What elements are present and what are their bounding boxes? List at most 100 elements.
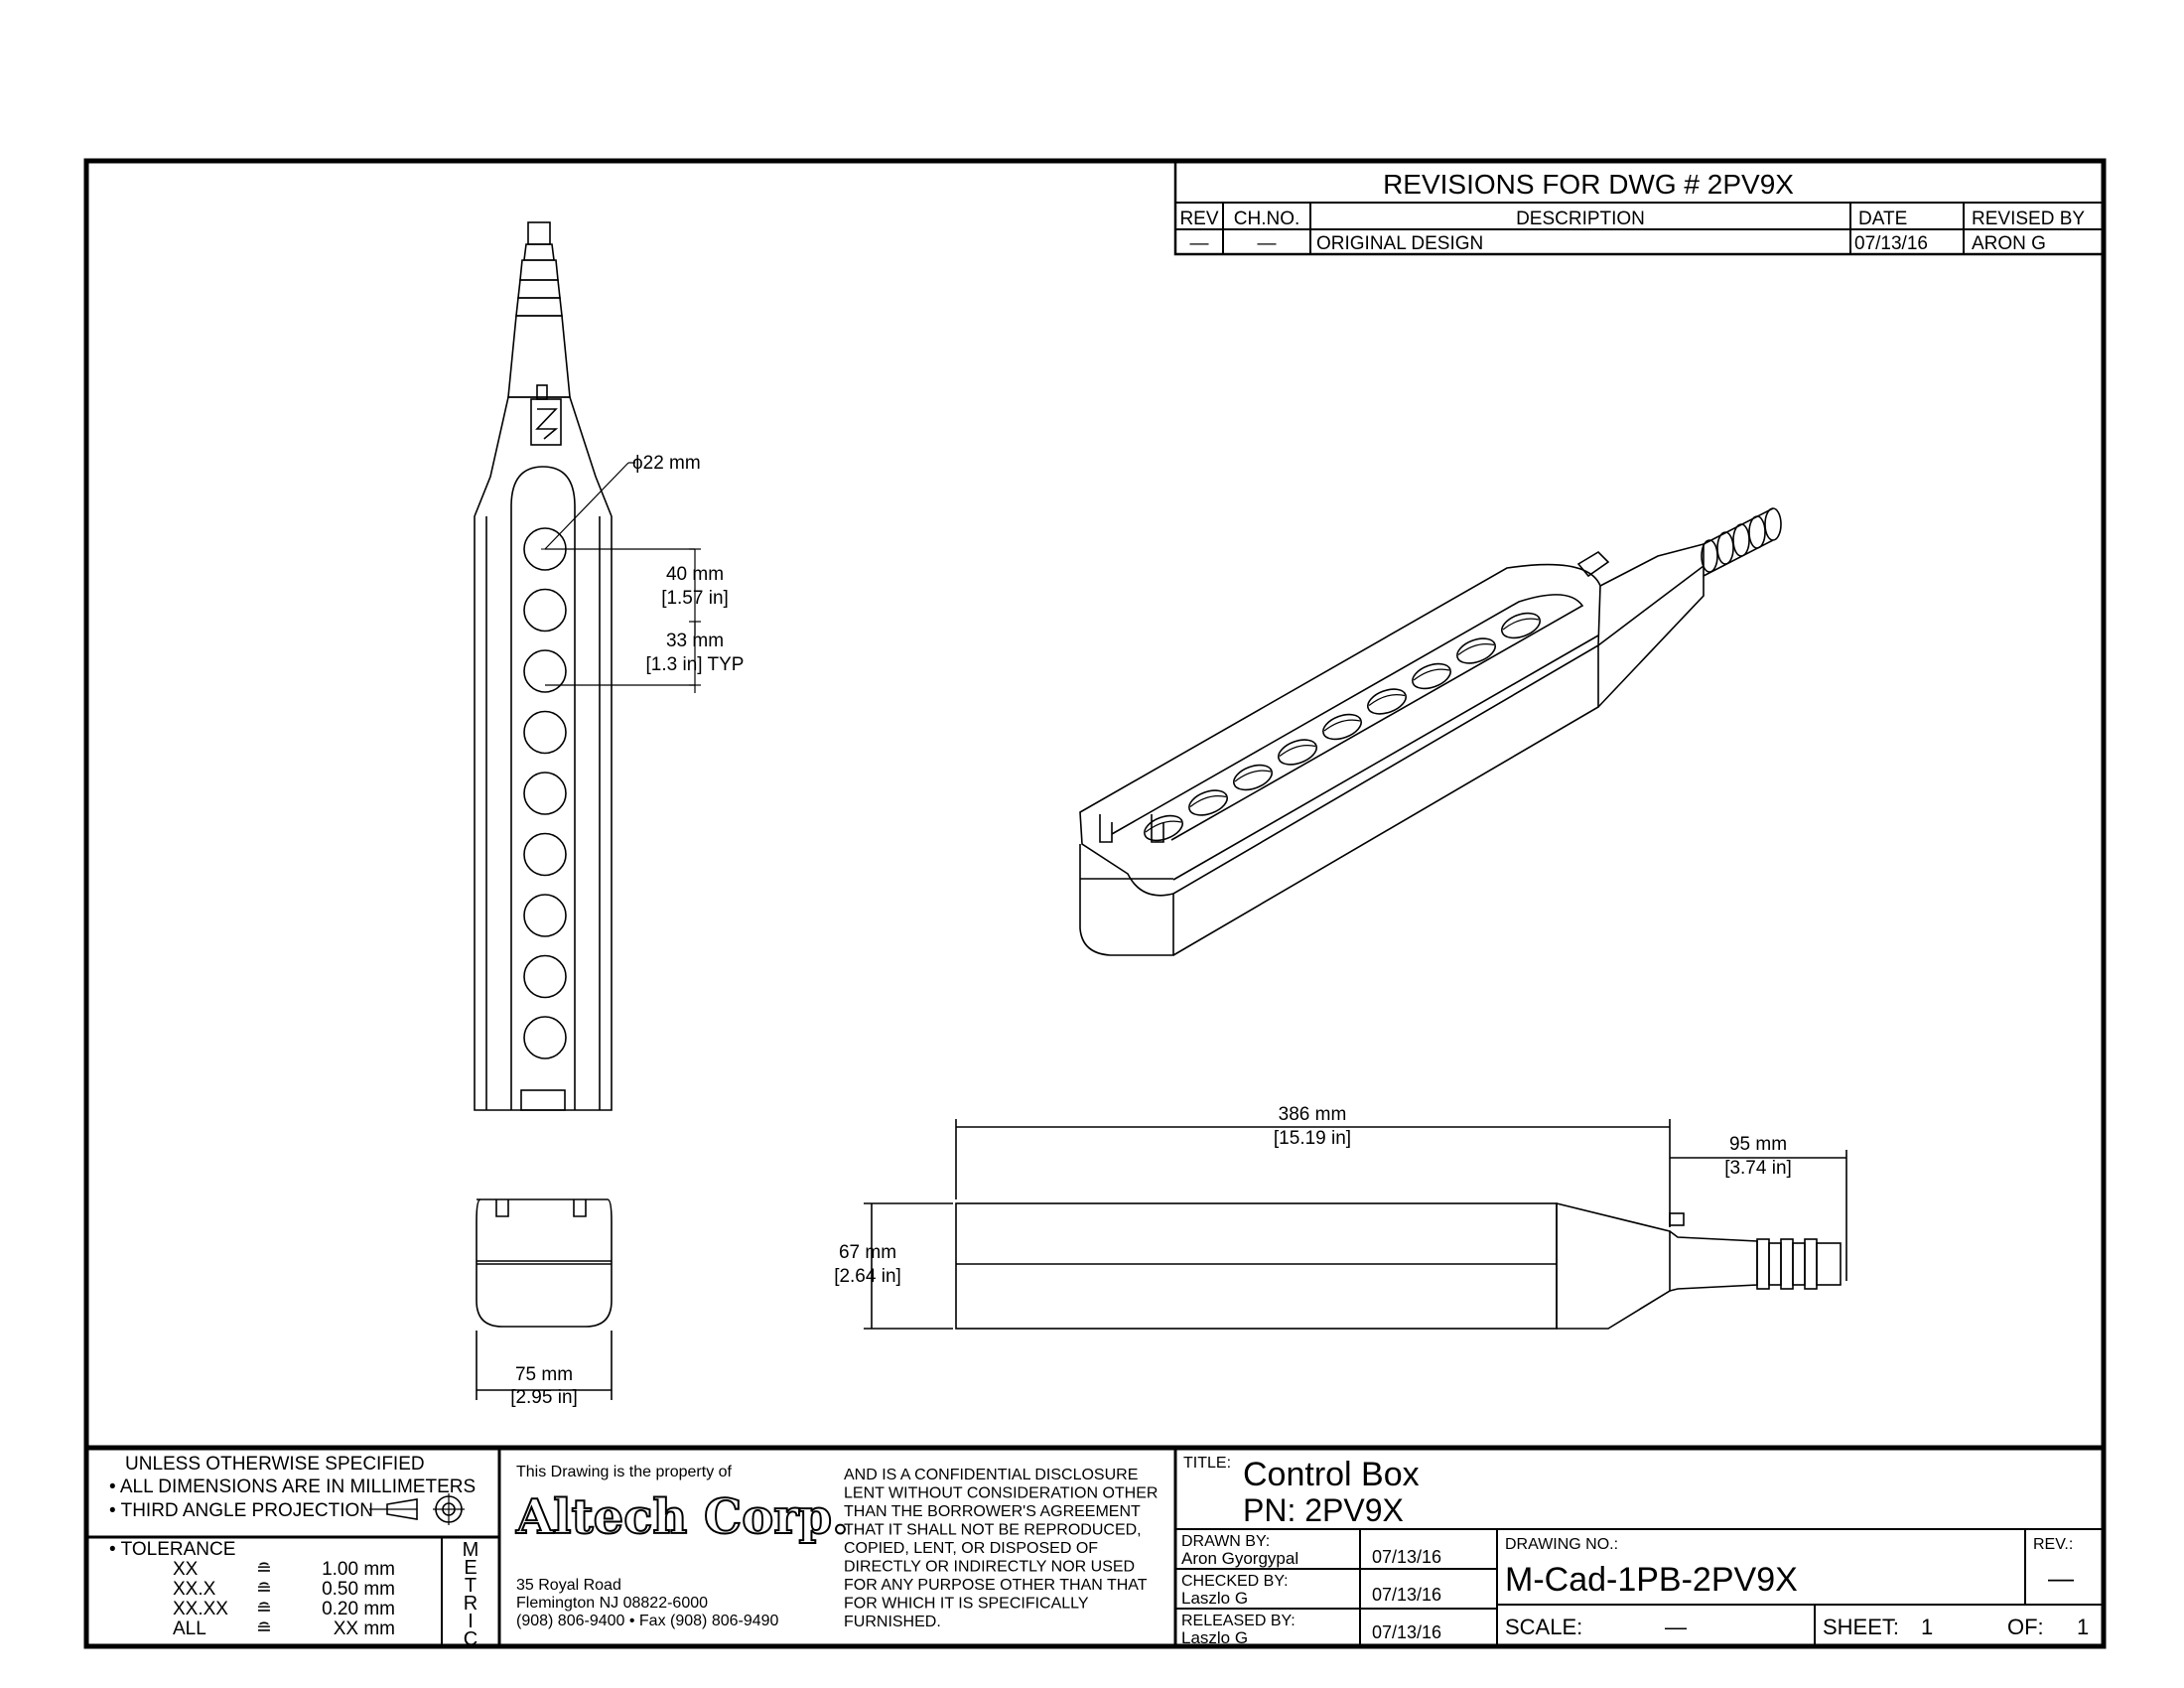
- tolerance-symbol: ≘: [256, 1599, 272, 1619]
- tolerance-key: XX.X: [173, 1579, 216, 1600]
- tolerance-value: 0.50 mm: [322, 1579, 395, 1600]
- side-view: [864, 1119, 1847, 1330]
- iso-button-rim-3: [1234, 770, 1272, 782]
- revision-header: REVISIONS FOR DWG # 2PV9X: [1383, 169, 1794, 200]
- title-label: TITLE:: [1183, 1455, 1231, 1472]
- front-button-8: [523, 954, 567, 999]
- front-button-3: [523, 649, 567, 693]
- row-rev: —: [1190, 233, 1209, 254]
- sheet-value: 1: [1921, 1615, 1933, 1639]
- released-by-label: RELEASED BY:: [1181, 1613, 1296, 1629]
- of-value: 1: [2077, 1615, 2089, 1639]
- button-diameter-label: ϕ22 mm: [632, 453, 701, 474]
- sheet-border: [83, 158, 2107, 1649]
- tolerance-value: 1.00 mm: [322, 1559, 395, 1580]
- iso-button-rim-4: [1279, 745, 1316, 757]
- notes-tolerance: • TOLERANCE: [109, 1539, 235, 1560]
- part-number: PN: 2PV9X: [1243, 1492, 1404, 1528]
- confidential-line: FOR WHICH IT IS SPECIFICALLY: [844, 1596, 1089, 1613]
- iso-button-8: [1456, 637, 1496, 664]
- iso-button-5: [1322, 713, 1362, 741]
- confidential-line: AND IS A CONFIDENTIAL DISCLOSURE: [844, 1467, 1138, 1483]
- row-ch-no: —: [1258, 233, 1277, 254]
- revision-table: REVISIONS FOR DWG # 2PV9X REV CH.NO. DES…: [1173, 159, 2106, 256]
- pitch-mm: 33 mm: [666, 631, 724, 651]
- sheet-label: SHEET:: [1823, 1615, 1899, 1639]
- scale-label: SCALE:: [1505, 1615, 1582, 1639]
- isometric-buttons: [1144, 612, 1541, 842]
- address-line-2: Flemington NJ 08822-6000: [516, 1595, 708, 1612]
- iso-button-7: [1412, 662, 1451, 690]
- released-date: 07/13/16: [1372, 1622, 1441, 1642]
- front-button-2: [523, 588, 567, 633]
- metric-letter: I: [468, 1611, 474, 1632]
- confidential-line: FURNISHED.: [844, 1614, 941, 1630]
- checked-by-label: CHECKED BY:: [1181, 1573, 1289, 1590]
- iso-button-1: [1144, 814, 1183, 842]
- rev-value: —: [2048, 1563, 2074, 1593]
- col-date: DATE: [1858, 209, 1907, 229]
- of-label: OF:: [2007, 1615, 2044, 1639]
- tail-mm: 95 mm: [1729, 1134, 1787, 1155]
- released-by: Laszlo G: [1181, 1628, 1248, 1647]
- tolerance-value: 0.20 mm: [322, 1599, 395, 1619]
- scale-value: —: [1665, 1615, 1687, 1639]
- tolerance-symbol: ≘: [256, 1559, 272, 1580]
- title-block: [86, 1445, 2104, 1646]
- drawn-by-label: DRAWN BY:: [1181, 1533, 1270, 1550]
- end-view: [476, 1198, 613, 1400]
- drawing-title: Control Box: [1243, 1456, 1420, 1493]
- drawn-by: Aron Gyorgypal: [1181, 1549, 1298, 1568]
- checked-by: Laszlo G: [1181, 1589, 1248, 1608]
- drawing-no-label: DRAWING NO.:: [1505, 1536, 1618, 1553]
- iso-button-3: [1233, 764, 1273, 791]
- col-rev: REV: [1179, 209, 1218, 229]
- notes-projection: • THIRD ANGLE PROJECTION: [109, 1500, 373, 1521]
- iso-button-9: [1501, 612, 1541, 639]
- col-revised-by: REVISED BY: [1972, 209, 2085, 229]
- length-mm: 386 mm: [1279, 1104, 1347, 1125]
- front-button-7: [523, 894, 567, 937]
- notes-dims: • ALL DIMENSIONS ARE IN MILLIMETERS: [109, 1477, 476, 1497]
- tolerance-symbol: ≘: [256, 1618, 272, 1639]
- checked-date: 07/13/16: [1372, 1585, 1441, 1605]
- front-view: [474, 221, 613, 1111]
- confidential-line: THAT IT SHALL NOT BE REPRODUCED,: [844, 1522, 1142, 1539]
- drawing-number: M-Cad-1PB-2PV9X: [1505, 1561, 1798, 1599]
- height-mm: 67 mm: [839, 1242, 896, 1263]
- iso-button-rim-7: [1413, 668, 1450, 681]
- iso-button-rim-6: [1368, 694, 1406, 706]
- front-view-dimensions: [544, 462, 701, 693]
- metric-letter: T: [465, 1575, 477, 1597]
- front-button-5: [523, 772, 567, 815]
- iso-button-6: [1367, 688, 1407, 715]
- height-in: [2.64 in]: [834, 1266, 901, 1287]
- iso-button-rim-5: [1323, 719, 1361, 732]
- col-ch-no: CH.NO.: [1234, 209, 1300, 229]
- front-button-4: [523, 710, 567, 755]
- metric-letter: R: [464, 1593, 478, 1615]
- length-in: [15.19 in]: [1274, 1128, 1351, 1149]
- rev-label: REV.:: [2033, 1536, 2073, 1553]
- address-line-3: (908) 806-9400 • Fax (908) 806-9490: [516, 1613, 779, 1629]
- notes-unless: UNLESS OTHERWISE SPECIFIED: [125, 1454, 425, 1475]
- tolerance-value: XX mm: [334, 1618, 395, 1639]
- drawn-date: 07/13/16: [1372, 1547, 1441, 1567]
- tail-in: [3.74 in]: [1724, 1158, 1792, 1179]
- row-date: 07/13/16: [1854, 233, 1928, 254]
- confidential-line: COPIED, LENT, OR DISPOSED OF: [844, 1540, 1098, 1557]
- tolerance-key: ALL: [173, 1618, 206, 1639]
- iso-button-rim-9: [1502, 618, 1540, 631]
- iso-button-rim-2: [1189, 795, 1227, 807]
- tolerance-key: XX.XX: [173, 1599, 228, 1619]
- front-button-6: [523, 832, 567, 877]
- pitch-in: [1.3 in] TYP: [646, 654, 745, 675]
- front-button-9: [523, 1016, 567, 1059]
- row-description: ORIGINAL DESIGN: [1316, 233, 1483, 254]
- address-line-1: 35 Royal Road: [516, 1577, 621, 1594]
- iso-button-rim-8: [1457, 643, 1495, 655]
- iso-button-rim-1: [1145, 820, 1182, 833]
